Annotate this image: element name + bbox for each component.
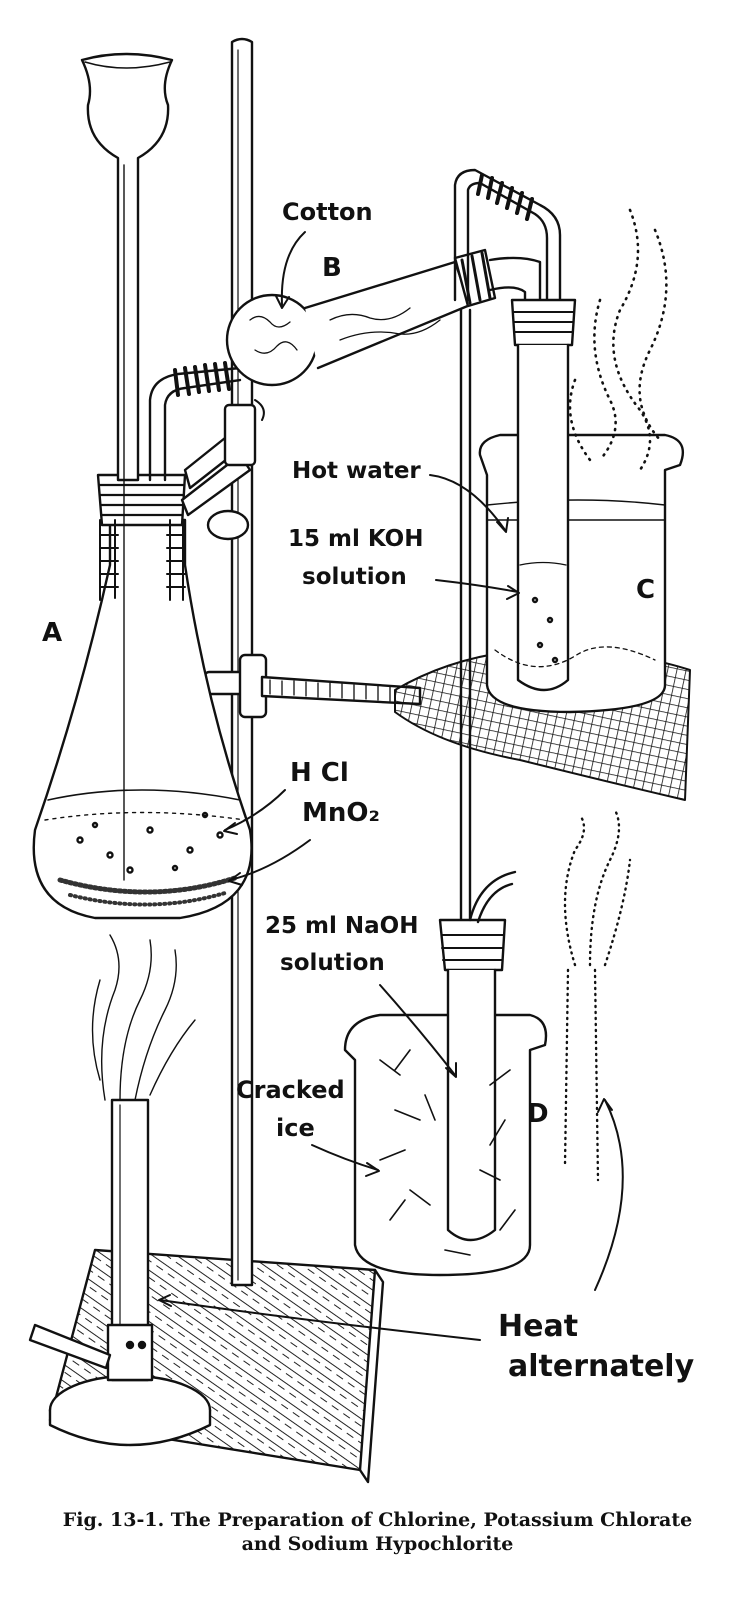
caption-line-1: Fig. 13-1. The Preparation of Chlorine, … [62, 1509, 693, 1531]
flask-a [32, 473, 253, 920]
label-mno2: MnO₂ [302, 798, 380, 828]
burner-flame [91, 934, 196, 1101]
label-cotton: Cotton [282, 198, 373, 226]
caption-line-2: and Sodium Hypochlorite [241, 1533, 514, 1555]
beaker-c [478, 298, 685, 714]
beaker-d [343, 870, 548, 1277]
delivery-tube-ab [148, 361, 242, 482]
clamp-rod [203, 653, 422, 719]
leader-lines [158, 231, 624, 1341]
label-a: A [42, 618, 63, 648]
label-heat: Heat [498, 1309, 579, 1344]
thistle-tube [80, 52, 174, 881]
label-b: B [322, 253, 342, 283]
label-koh-solution: solution [302, 564, 407, 590]
label-ice: ice [276, 1114, 315, 1142]
flask-clamp [180, 399, 265, 541]
figure-caption: Fig. 13-1. The Preparation of Chlorine, … [0, 1508, 755, 1556]
bunsen-burner [28, 1098, 212, 1447]
label-koh-amount: 15 ml KOH [288, 526, 424, 552]
label-d: D [527, 1099, 549, 1129]
u-tube [453, 168, 562, 942]
label-hcl: H Cl [290, 758, 349, 788]
label-naoh-amount: 25 ml NaOH [265, 913, 419, 939]
alternate-flame [563, 808, 632, 1182]
label-alternately: alternately [508, 1349, 695, 1384]
label-naoh-solution: solution [280, 950, 385, 976]
steam [568, 208, 668, 472]
label-hot-water: Hot water [292, 458, 421, 484]
drying-tube-b [225, 248, 542, 387]
label-c: C [636, 575, 656, 605]
label-cracked: Cracked [236, 1076, 345, 1104]
